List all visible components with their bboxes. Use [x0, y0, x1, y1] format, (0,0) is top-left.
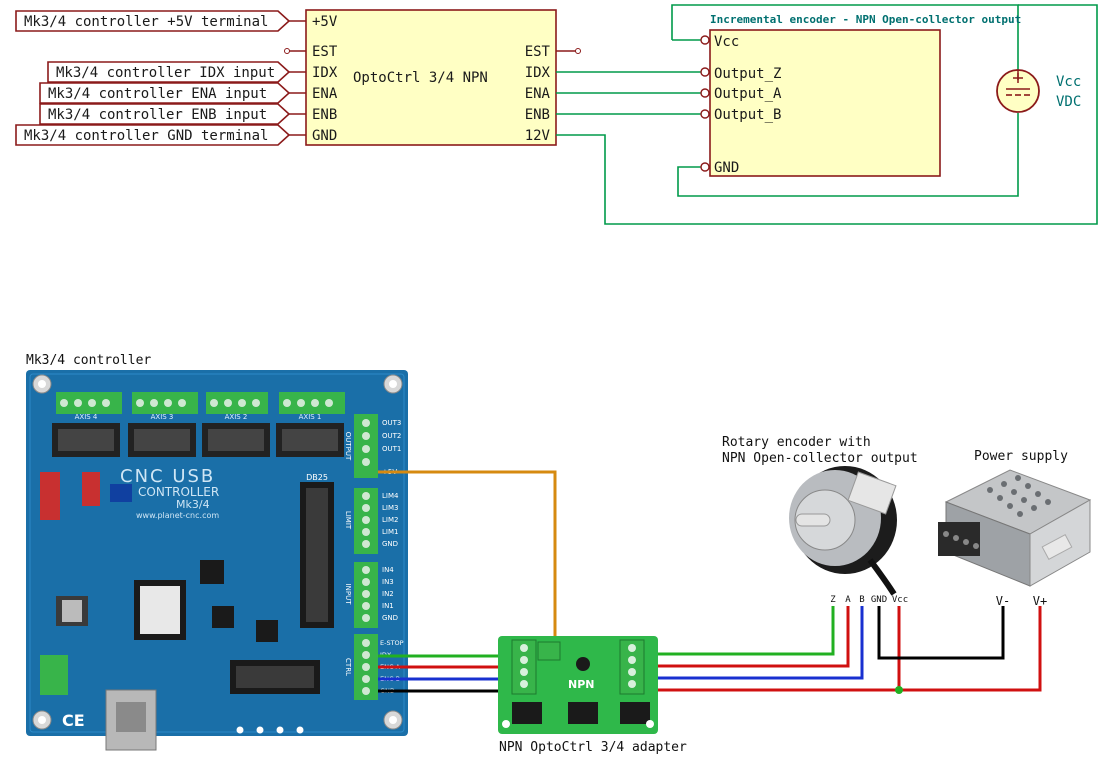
wire-5v-orange [378, 470, 557, 636]
encoder-wire-labels: Z A B GND Vcc [830, 595, 908, 605]
encoder-pin-vcc: Vcc [714, 34, 739, 50]
encoder-wire-a: A [845, 595, 851, 605]
global-label-ena-text: Mk3/4 controller ENA input [48, 86, 267, 102]
lim-pin-2: LIM2 [382, 516, 398, 524]
encoder-pin-output-a: Output_A [714, 86, 782, 102]
wire-gnd-black-right [877, 606, 1005, 660]
input-terminal: IN4 IN3 IN2 IN1 GND [354, 562, 398, 628]
section-ctrl: CTRL [344, 658, 352, 676]
optoctrl-adapter-board: NPN [498, 636, 658, 734]
encoder-wire-z: Z [830, 595, 836, 605]
opto-pin-left-gnd: GND [312, 128, 337, 144]
opto-pin-left-est: EST [312, 44, 338, 60]
in-pin-3: IN1 [382, 602, 394, 610]
out-pin-1: OUT2 [382, 432, 401, 440]
opto-pin-left-ena: ENA [312, 86, 338, 102]
lim-pin-4: GND [382, 540, 398, 548]
axis-label-4: AXIS 4 [75, 413, 98, 421]
in-pin-2: IN2 [382, 590, 394, 598]
opto-pin-left-idx: IDX [312, 65, 338, 81]
power-source-label-vdc: VDC [1056, 94, 1081, 110]
db25-label: DB25 [306, 473, 328, 482]
opto-pin-right-12v: 12V [525, 128, 551, 144]
global-label-5v-text: Mk3/4 controller +5V terminal [24, 14, 268, 30]
in-pin-4: GND [382, 614, 398, 622]
axis-label-2: AXIS 2 [225, 413, 248, 421]
power-supply-label: Power supply [974, 449, 1068, 464]
global-label-enb: Mk3/4 controller ENB input [39, 103, 306, 125]
board-branding: CNC USB CONTROLLER Mk3/4 www.planet-cnc.… [120, 466, 219, 520]
wire-b-blue [640, 606, 864, 680]
optoctrl-title: OptoCtrl 3/4 NPN [353, 70, 488, 86]
power-supply-image [938, 469, 1092, 587]
encoder-pin-output-b: Output_B [714, 107, 781, 123]
encoder-label-line2: NPN Open-collector output [722, 451, 918, 466]
section-output: OUTPUT [344, 432, 352, 461]
brand-line2: CONTROLLER [138, 485, 219, 499]
svg-text:CE: CE [62, 711, 85, 730]
opto-pin-left-5v: +5V [312, 14, 338, 30]
power-terminal-vminus: V- [996, 594, 1010, 608]
out-pin-2: OUT1 [382, 445, 401, 453]
controller-label: Mk3/4 controller [26, 353, 151, 368]
ce-mark-icon: CE [62, 711, 85, 730]
brand-url: www.planet-cnc.com [136, 511, 219, 520]
global-label-gnd: Mk3/4 controller GND terminal [15, 124, 306, 146]
opto-pin-right-idx: IDX [525, 65, 551, 81]
output-terminal: OUT3 OUT2 OUT1 +5V [354, 414, 401, 478]
encoder-pin-gnd: GND [714, 160, 739, 176]
adapter-label: NPN OptoCtrl 3/4 adapter [499, 740, 687, 755]
dc-voltage-source-icon: Vcc VDC [996, 69, 1081, 113]
in-pin-1: IN3 [382, 578, 394, 586]
controller-board: AXIS 4 AXIS 3 AXIS 2 AXIS 1 OUT3 OUT2 OU… [26, 370, 408, 751]
lim-pin-3: LIM1 [382, 528, 398, 536]
lim-pin-1: LIM3 [382, 504, 398, 512]
rotary-encoder-image [789, 466, 897, 596]
schematic-wires [556, 4, 1098, 225]
brand-line1: CNC USB [120, 466, 215, 487]
power-source-label-vcc: Vcc [1056, 74, 1081, 90]
opto-pin-left-enb: ENB [312, 107, 337, 123]
encoder-block: Incremental encoder - NPN Open-collector… [700, 13, 1021, 177]
global-label-5v: Mk3/4 controller +5V terminal [15, 10, 306, 32]
lim-pin-0: LIM4 [382, 492, 399, 500]
global-label-idx-text: Mk3/4 controller IDX input [56, 65, 275, 81]
encoder-pin-output-z: Output_Z [714, 66, 781, 82]
db25-header: DB25 [300, 473, 334, 628]
photo-illustration: Mk3/4 controller [26, 353, 1092, 755]
opto-pin-right-est: EST [525, 44, 551, 60]
axis-terminals [56, 392, 345, 414]
encoder-wire-vcc: Vcc [892, 595, 908, 605]
out-pin-0: OUT3 [382, 419, 401, 427]
adapter-board-text: NPN [568, 678, 594, 691]
optoctrl-block: OptoCtrl 3/4 NPN +5V EST IDX ENA ENB GND… [284, 9, 581, 146]
schematic: Mk3/4 controller +5V terminal Mk3/4 cont… [15, 4, 1098, 225]
in-pin-0: IN4 [382, 566, 394, 574]
global-label-idx: Mk3/4 controller IDX input [47, 61, 306, 83]
power-terminal-vplus: V+ [1033, 594, 1047, 608]
axis-label-3: AXIS 3 [151, 413, 174, 421]
global-label-gnd-text: Mk3/4 controller GND terminal [24, 128, 268, 144]
axis-headers: AXIS 4 AXIS 3 AXIS 2 AXIS 1 [52, 413, 344, 457]
brand-model: Mk3/4 [176, 498, 210, 511]
encoder-label-line1: Rotary encoder with [722, 435, 871, 450]
encoder-title: Incremental encoder - NPN Open-collector… [710, 13, 1021, 26]
global-label-enb-text: Mk3/4 controller ENB input [48, 107, 267, 123]
section-limit: LIMIT [344, 511, 352, 530]
ctrl-pin-0: E-STOP [380, 639, 404, 647]
wire-12v-red [640, 606, 1042, 692]
wire-a-red [640, 606, 850, 668]
encoder-wire-gnd: GND [871, 595, 887, 605]
photo-wires [378, 470, 1042, 694]
encoder-wire-b: B [859, 595, 864, 605]
axis-label-1: AXIS 1 [299, 413, 322, 421]
wire-z-green [640, 606, 835, 656]
limit-terminal: LIM4 LIM3 LIM2 LIM1 GND [354, 488, 399, 554]
global-label-ena: Mk3/4 controller ENA input [39, 82, 306, 104]
opto-pin-right-ena: ENA [525, 86, 551, 102]
opto-pin-right-enb: ENB [525, 107, 550, 123]
usb-connector [105, 689, 157, 751]
section-input: INPUT [344, 584, 352, 606]
